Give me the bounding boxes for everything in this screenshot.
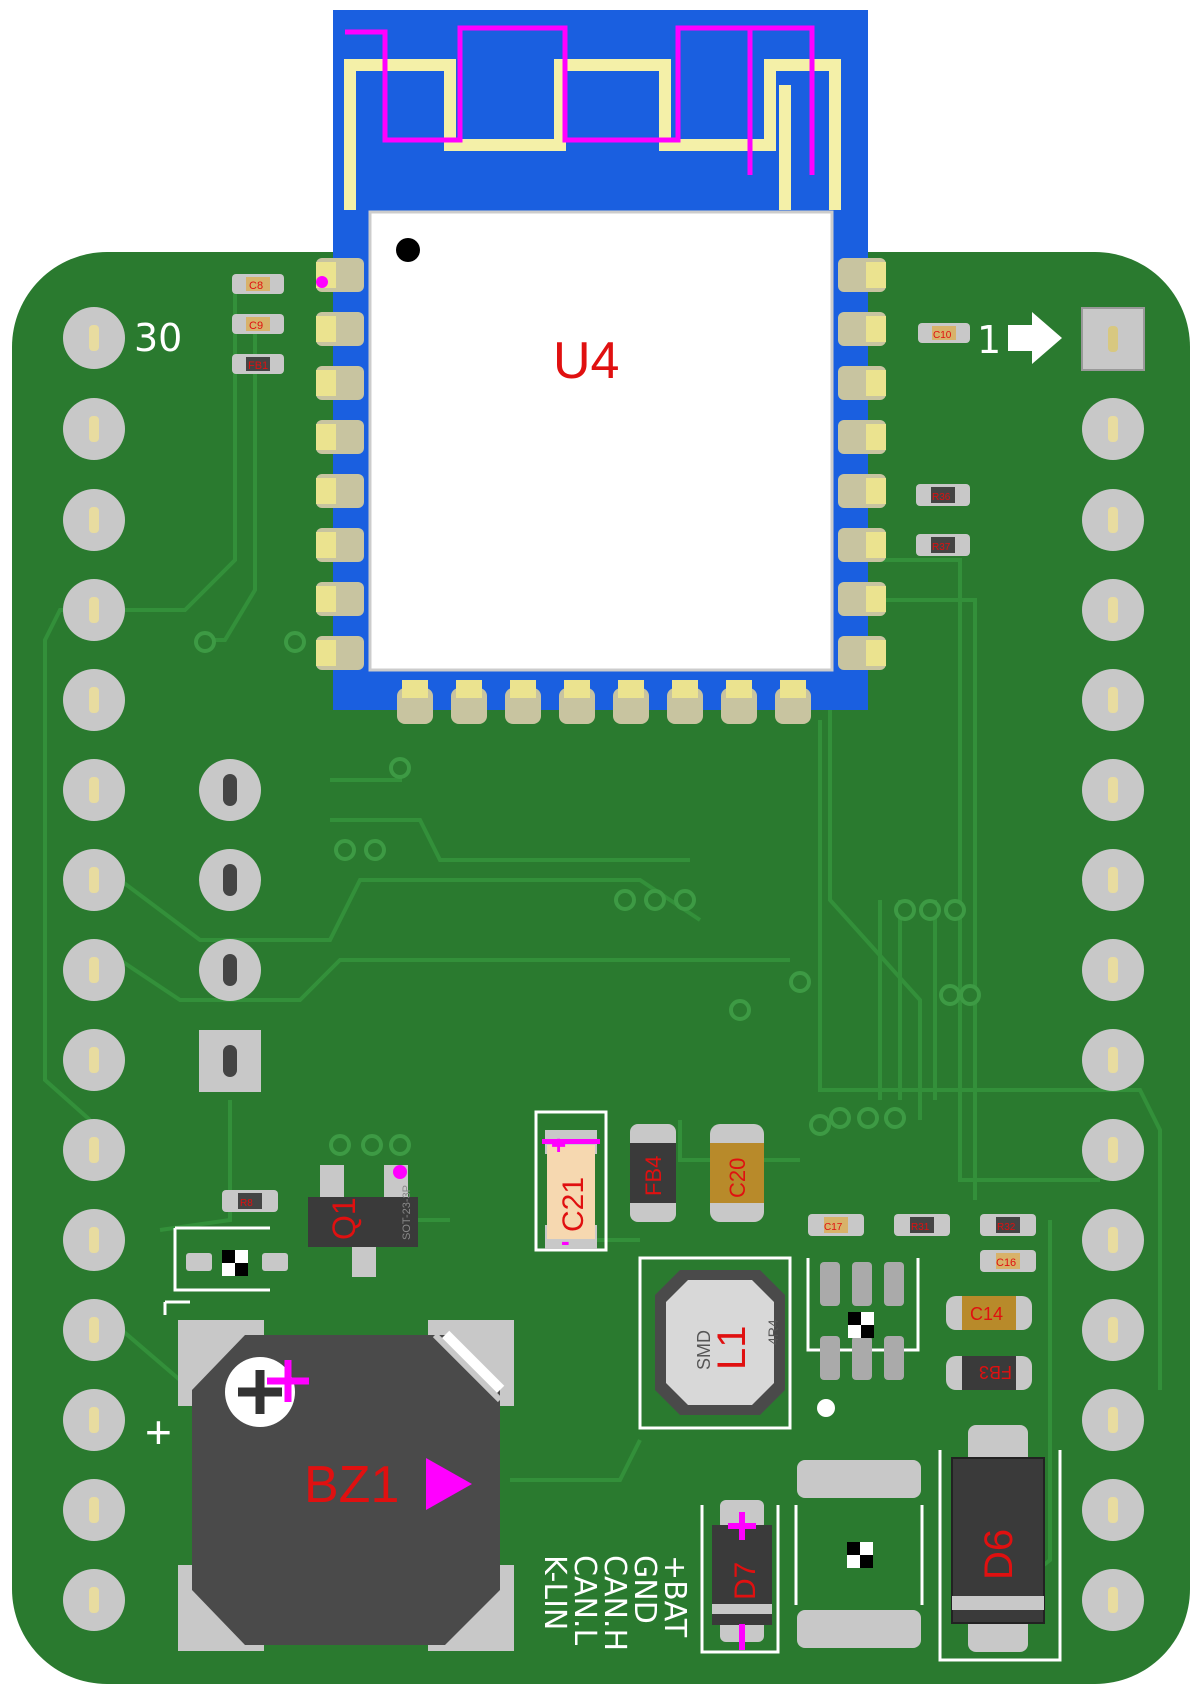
svg-text:-: -: [561, 1226, 570, 1256]
resistor-r32: R32: [980, 1214, 1036, 1236]
antenna-trace: [344, 59, 841, 210]
svg-text:C16: C16: [996, 1257, 1016, 1269]
pin1-dot: [396, 238, 420, 262]
pcb-substrate: [12, 252, 1190, 1684]
resistor-r37: R37: [916, 534, 970, 556]
cap-c8: C8: [232, 274, 284, 294]
svg-text:K-LIN: K-LIN: [537, 1555, 572, 1630]
svg-text:FB1: FB1: [248, 360, 268, 372]
cap-c20: C20: [710, 1124, 764, 1222]
vias: [194, 631, 981, 1156]
cap-c16: C16: [980, 1250, 1036, 1272]
svg-text:SOT-23-3P: SOT-23-3P: [401, 1185, 413, 1240]
small-components: C8 C9 FB1 C10 R36 R37 R8 C17: [222, 274, 1036, 1272]
cap-c17: C17: [808, 1214, 864, 1236]
module-shield: [368, 210, 834, 672]
fiducial-q1: [222, 1250, 248, 1276]
svg-text:Q1: Q1: [326, 1197, 362, 1240]
svg-text:L1: L1: [710, 1326, 754, 1371]
svg-text:+: +: [145, 1406, 172, 1458]
svg-text:CAN.H: CAN.H: [597, 1555, 632, 1651]
svg-text:R8: R8: [240, 1198, 253, 1209]
debug-header: [199, 759, 261, 1092]
pin30-label: 30: [134, 316, 182, 360]
svg-text:FB4: FB4: [641, 1156, 666, 1196]
transistor-q1: Q1 SOT-23-3P: [173, 1165, 418, 1292]
svg-text:+BAT: +BAT: [657, 1555, 692, 1638]
cap-c14: C14: [946, 1296, 1032, 1330]
svg-text:C8: C8: [249, 280, 263, 292]
svg-text:C21: C21: [557, 1177, 590, 1232]
arrow-right-icon: [1008, 312, 1062, 364]
antenna-keepout: [345, 25, 815, 175]
resistor-r8: R8: [222, 1190, 278, 1212]
wifi-module-u4: U4: [316, 10, 886, 724]
diode-d7: D7: [700, 1500, 780, 1654]
svg-text:D7: D7: [729, 1562, 762, 1600]
buzzer-bz1: + BZ1: [145, 1300, 514, 1651]
play-marker-icon: [426, 1458, 472, 1510]
left-header: [63, 307, 125, 1631]
svg-text:C9: C9: [249, 320, 263, 332]
inductor-l1: L1 SMD 4R4: [638, 1256, 792, 1430]
module-pads-right: [838, 258, 886, 670]
ferrite-fb3: FB3: [946, 1356, 1032, 1390]
cap-c9: C9: [232, 314, 284, 334]
resistor-r36: R36: [916, 484, 970, 506]
resistor-r31: R31: [894, 1214, 950, 1236]
svg-text:SMD: SMD: [694, 1330, 714, 1370]
svg-text:C17: C17: [824, 1222, 843, 1233]
svg-text:+: +: [551, 1130, 566, 1160]
module-pads-left: [316, 258, 364, 670]
svg-text:GND: GND: [627, 1555, 662, 1624]
tvs-package: [794, 1460, 924, 1648]
fiducial-ic: [848, 1312, 874, 1338]
u4-ref: U4: [553, 332, 619, 390]
svg-text:4R4: 4R4: [765, 1319, 781, 1345]
svg-text:BZ1: BZ1: [304, 1456, 399, 1514]
pin1-label: 1: [977, 318, 1001, 362]
svg-text:D6: D6: [977, 1529, 1021, 1580]
ferrite-fb4: FB4: [630, 1124, 676, 1222]
right-header: [1081, 307, 1145, 1631]
svg-text:CAN.L: CAN.L: [567, 1555, 602, 1645]
diode-d6: D6: [938, 1425, 1062, 1662]
cap-c10: C10: [918, 323, 970, 343]
svg-text:R31: R31: [911, 1222, 930, 1233]
ferrite-fb1: FB1: [232, 354, 284, 374]
svg-text:C14: C14: [970, 1304, 1003, 1324]
svg-text:FB3: FB3: [979, 1362, 1012, 1382]
fiducial-center: [847, 1542, 873, 1568]
connector-labels: +BAT GND CAN.H CAN.L K-LIN: [537, 1555, 692, 1651]
svg-text:C20: C20: [725, 1158, 750, 1198]
svg-text:C10: C10: [933, 330, 952, 341]
module-pads-bottom: [397, 680, 811, 724]
svg-text:R36: R36: [932, 492, 951, 503]
svg-text:R37: R37: [932, 542, 951, 553]
svg-text:R32: R32: [997, 1222, 1016, 1233]
regulator-ic: [806, 1258, 920, 1417]
cap-c21: C21 + -: [534, 1110, 608, 1256]
